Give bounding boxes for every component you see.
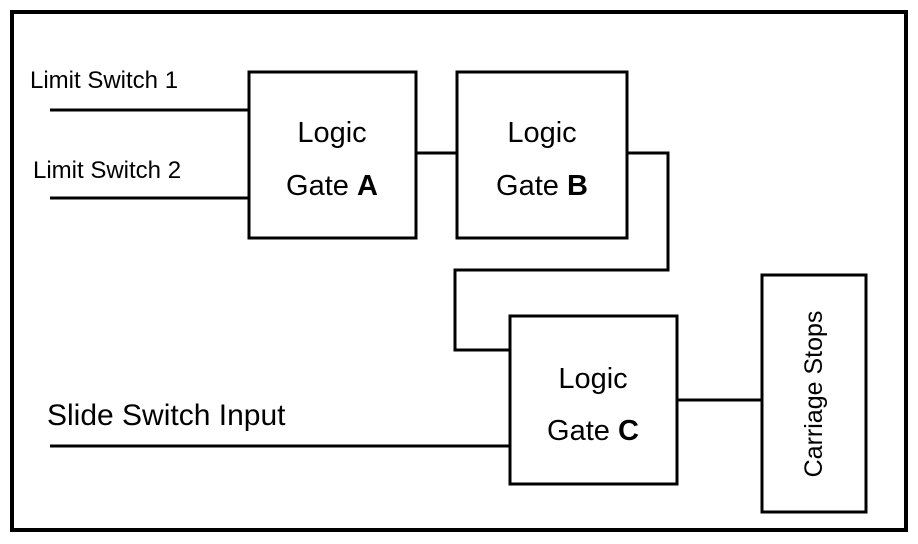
logic-gate-c-line2: Gate C <box>547 415 639 447</box>
logic-gate-a-prefix: Gate <box>286 170 357 202</box>
logic-gate-a: Logic Gate A <box>247 70 418 240</box>
logic-gate-a-letter: A <box>357 170 378 202</box>
logic-gate-c-line1: Logic <box>558 363 627 395</box>
diagram-frame <box>10 10 908 532</box>
logic-gate-b-letter: B <box>567 170 588 202</box>
logic-gate-a-line2: Gate A <box>286 170 378 202</box>
carriage-stops: Carriage Stops <box>760 273 868 514</box>
carriage-stops-box <box>760 273 868 514</box>
logic-gate-a-box <box>247 70 418 240</box>
carriage-stops-label: Carriage Stops <box>800 311 828 478</box>
logic-gate-b-line2: Gate B <box>496 170 588 202</box>
logic-gate-b: Logic Gate B <box>455 70 629 240</box>
logic-gate-b-box <box>455 70 629 240</box>
logic-gate-b-prefix: Gate <box>496 170 567 202</box>
logic-gate-b-line1: Logic <box>507 117 576 149</box>
logic-gate-a-line1: Logic <box>297 117 366 149</box>
logic-gate-c-letter: C <box>618 415 639 447</box>
limit-switch-1-label: Limit Switch 1 <box>30 67 178 94</box>
limit-switch-2-label: Limit Switch 2 <box>33 157 181 184</box>
slide-switch-input-label: Slide Switch Input <box>47 399 286 432</box>
logic-gate-c: Logic Gate C <box>508 314 679 486</box>
logic-gate-c-prefix: Gate <box>547 415 618 447</box>
wire-gate-b-to-gate-c <box>453 151 670 352</box>
logic-gate-c-box <box>508 314 679 486</box>
